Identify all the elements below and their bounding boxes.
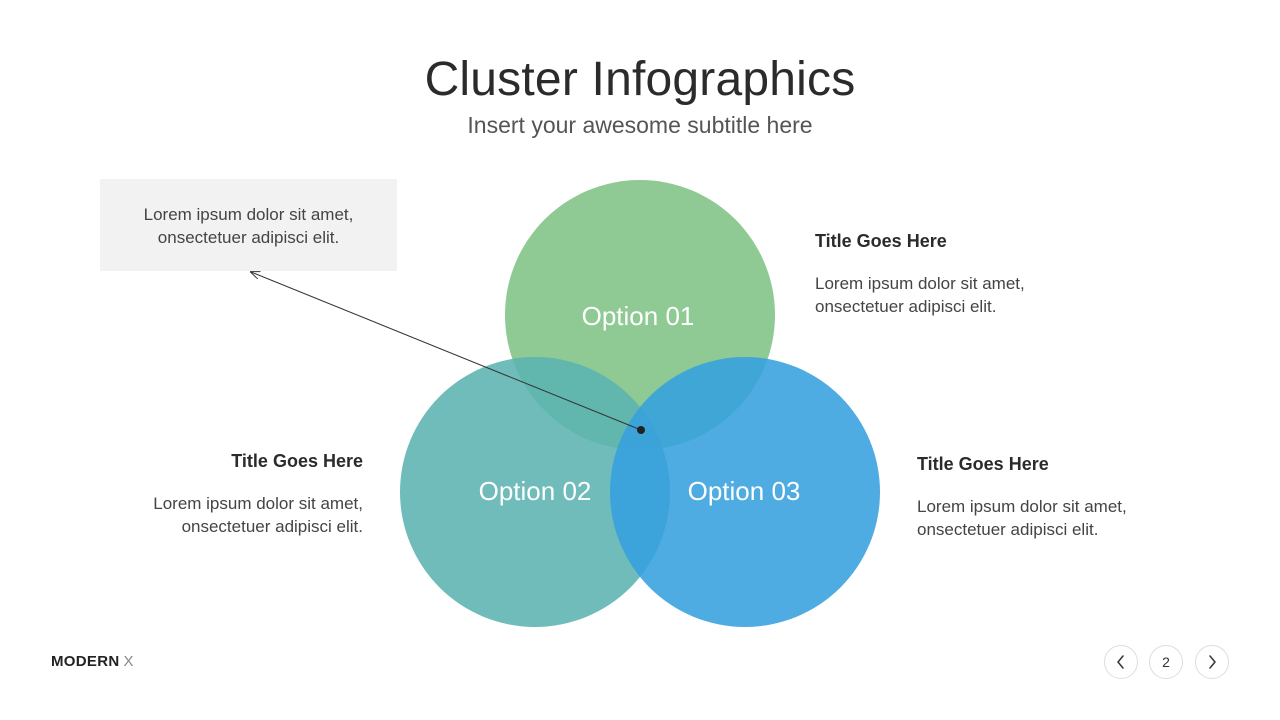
previous-slide-button[interactable] bbox=[1104, 645, 1138, 679]
text-block-title: Title Goes Here bbox=[815, 231, 947, 251]
venn-circle-option-03 bbox=[610, 357, 880, 627]
callout-text-line-2: onsectetuer adipisci elit. bbox=[157, 228, 340, 247]
callout-text-line-1: Lorem ipsum dolor sit amet, bbox=[143, 205, 354, 224]
text-block-line-1: Lorem ipsum dolor sit amet, bbox=[917, 497, 1127, 516]
chevron-right-icon bbox=[1209, 655, 1216, 669]
text-block-line-1: Lorem ipsum dolor sit amet, bbox=[153, 494, 363, 513]
brand-name-bold: MODERN bbox=[51, 653, 120, 670]
chevron-left-icon bbox=[1117, 655, 1124, 669]
text-block-line-1: Lorem ipsum dolor sit amet, bbox=[815, 274, 1025, 293]
text-block-option-03: Title Goes Here Lorem ipsum dolor sit am… bbox=[917, 454, 1197, 541]
text-block-line-2: onsectetuer adipisci elit. bbox=[917, 520, 1099, 539]
page-subtitle: Insert your awesome subtitle here bbox=[467, 112, 813, 138]
venn-circle-option-02 bbox=[400, 357, 670, 627]
venn-label-option-02: Option 02 bbox=[479, 476, 592, 506]
text-block-line-2: onsectetuer adipisci elit. bbox=[815, 297, 997, 316]
venn-label-option-03: Option 03 bbox=[688, 476, 801, 506]
next-slide-button[interactable] bbox=[1195, 645, 1229, 679]
text-block-title: Title Goes Here bbox=[231, 451, 363, 471]
text-block-option-01: Title Goes Here Lorem ipsum dolor sit am… bbox=[815, 231, 1095, 318]
page-title: Cluster Infographics bbox=[424, 53, 856, 106]
callout-connector-line bbox=[251, 272, 642, 431]
text-block-title: Title Goes Here bbox=[917, 454, 1049, 474]
venn-label-option-01: Option 01 bbox=[582, 301, 695, 331]
callout-anchor-dot bbox=[637, 426, 645, 434]
text-block-line-2: onsectetuer adipisci elit. bbox=[181, 517, 363, 536]
page-number-indicator: 2 bbox=[1149, 645, 1183, 679]
brand-name-light: X bbox=[123, 653, 134, 670]
text-block-option-02: Title Goes Here Lorem ipsum dolor sit am… bbox=[83, 451, 363, 538]
callout-box: Lorem ipsum dolor sit amet, onsectetuer … bbox=[100, 179, 397, 271]
